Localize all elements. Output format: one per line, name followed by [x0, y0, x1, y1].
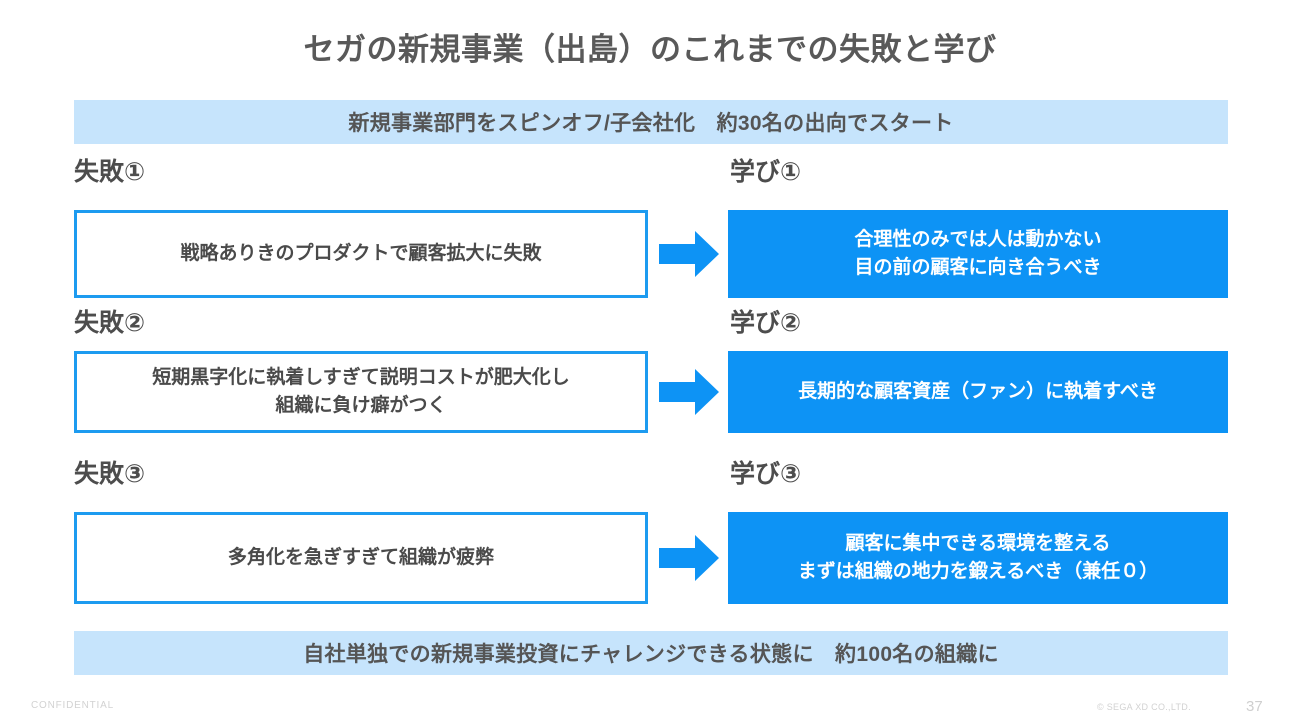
- bottom-banner-text: 自社単独での新規事業投資にチャレンジできる状態に 約100名の組織に: [303, 643, 999, 666]
- failure-heading-3: 失敗③: [74, 460, 146, 488]
- learning-heading-1: 学び①: [730, 158, 802, 186]
- learning-box-1-line2: 目の前の顧客に向き合うべき: [854, 257, 1102, 278]
- failure-box-3-text: 多角化を急ぎすぎて組織が疲弊: [228, 544, 494, 572]
- confidential-label: CONFIDENTIAL: [31, 700, 114, 711]
- failure-box-2[interactable]: 短期黒字化に執着しすぎて説明コストが肥大化し 組織に負け癖がつく: [74, 351, 648, 433]
- learning-heading-3: 学び③: [730, 460, 802, 488]
- learning-box-3[interactable]: 顧客に集中できる環境を整える まずは組織の地力を鍛えるべき（兼任０）: [728, 512, 1228, 604]
- top-banner: 新規事業部門をスピンオフ/子会社化 約30名の出向でスタート: [74, 100, 1228, 144]
- failure-heading-1: 失敗①: [74, 158, 146, 186]
- failure-heading-2: 失敗②: [74, 309, 146, 337]
- learning-box-3-line1: 顧客に集中できる環境を整える: [845, 532, 1111, 554]
- failure-box-1-text: 戦略ありきのプロダクトで顧客拡大に失敗: [180, 240, 541, 268]
- learning-box-2-text: 長期的な顧客資産（ファン）に執着すべき: [798, 378, 1158, 407]
- learning-box-3-line2: まずは組織の地力を鍛えるべき（兼任０）: [797, 561, 1159, 582]
- learning-box-2-line1: 長期的な顧客資産（ファン）に執着すべき: [798, 380, 1158, 402]
- learning-box-1-text: 合理性のみでは人は動かない 目の前の顧客に向き合うべき: [854, 226, 1101, 283]
- failure-box-3[interactable]: 多角化を急ぎすぎて組織が疲弊: [74, 512, 648, 604]
- failure-box-2-text: 短期黒字化に執着しすぎて説明コストが肥大化し 組織に負け癖がつく: [152, 364, 570, 419]
- bottom-banner: 自社単独での新規事業投資にチャレンジできる状態に 約100名の組織に: [74, 631, 1228, 675]
- top-banner-text: 新規事業部門をスピンオフ/子会社化 約30名の出向でスタート: [348, 112, 954, 135]
- copyright-label: © SEGA XD CO.,LTD.: [1097, 702, 1191, 712]
- learning-box-1-line1: 合理性のみでは人は動かない: [854, 228, 1102, 250]
- failure-box-2-line1: 短期黒字化に執着しすぎて説明コストが肥大化し: [152, 367, 570, 389]
- learning-box-2[interactable]: 長期的な顧客資産（ファン）に執着すべき: [728, 351, 1228, 433]
- right-arrow-icon: [659, 535, 719, 581]
- page-title: セガの新規事業（出島）のこれまでの失敗と学び: [303, 32, 997, 67]
- learning-box-3-text: 顧客に集中できる環境を整える まずは組織の地力を鍛えるべき（兼任０）: [798, 530, 1158, 587]
- learning-heading-2: 学び②: [730, 309, 802, 337]
- failure-box-2-line2: 組織に負け癖がつく: [275, 395, 447, 416]
- failure-box-1[interactable]: 戦略ありきのプロダクトで顧客拡大に失敗: [74, 210, 648, 298]
- learning-box-1[interactable]: 合理性のみでは人は動かない 目の前の顧客に向き合うべき: [728, 210, 1228, 298]
- failure-box-3-line1: 多角化を急ぎすぎて組織が疲弊: [227, 547, 494, 569]
- page-number: 37: [1246, 698, 1263, 715]
- right-arrow-icon: [659, 231, 719, 277]
- right-arrow-icon: [659, 369, 719, 415]
- failure-box-1-line1: 戦略ありきのプロダクトで顧客拡大に失敗: [180, 243, 542, 265]
